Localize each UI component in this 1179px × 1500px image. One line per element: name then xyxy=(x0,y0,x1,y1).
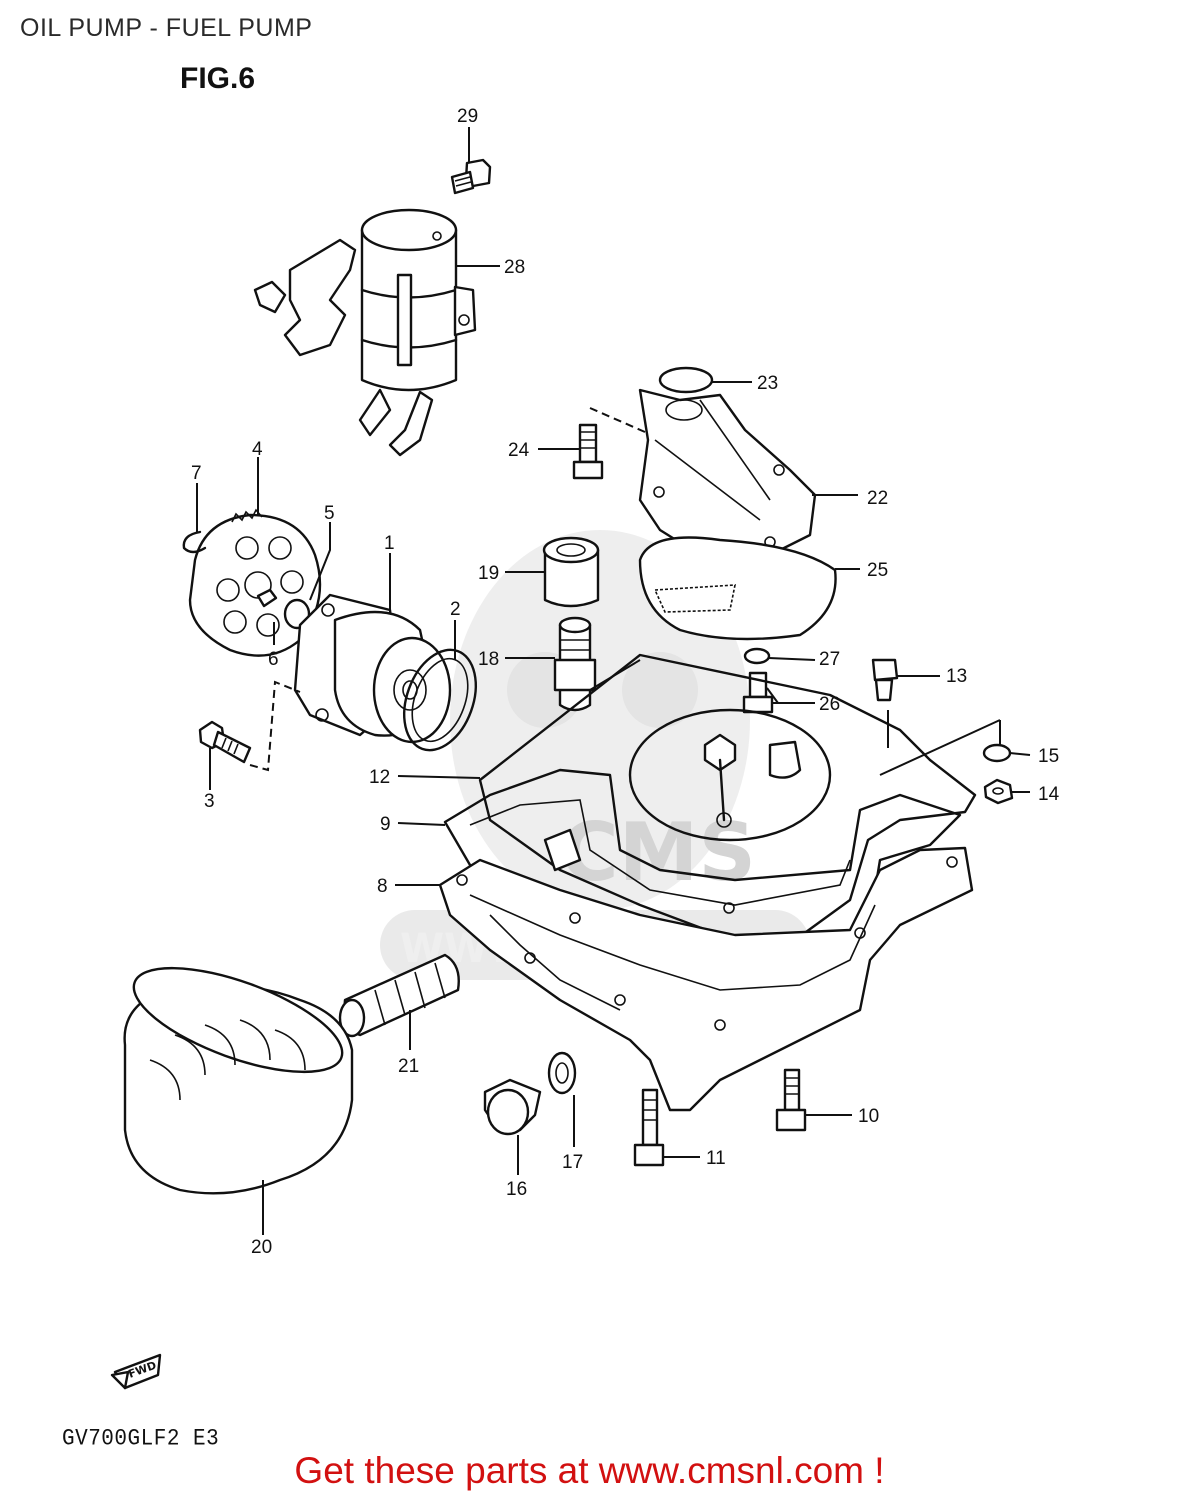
page-title: OIL PUMP - FUEL PUMP xyxy=(20,14,313,42)
part-25-screen xyxy=(638,536,837,641)
callout-20: 20 xyxy=(251,1237,272,1258)
callout-3: 3 xyxy=(204,791,215,812)
callout-5: 5 xyxy=(324,503,335,524)
callout-13: 13 xyxy=(946,666,967,687)
callout-2: 2 xyxy=(450,599,461,620)
callouts: 29 28 4 7 5 1 2 6 3 19 18 12 9 8 21 16 1… xyxy=(191,106,1060,1258)
callout-29: 29 xyxy=(457,106,478,127)
callout-1: 1 xyxy=(384,533,395,554)
part-1-oil-pump xyxy=(293,593,452,744)
callout-16: 16 xyxy=(506,1179,527,1200)
callout-28: 28 xyxy=(504,257,525,278)
part-21-nipple xyxy=(338,953,460,1038)
cta-link[interactable]: Get these parts at www.cmsnl.com ! xyxy=(294,1450,885,1491)
callout-9: 9 xyxy=(380,814,391,835)
part-5-pin xyxy=(256,588,278,608)
callout-15: 15 xyxy=(1038,746,1059,767)
part-27-washer xyxy=(743,647,771,665)
callout-12: 12 xyxy=(369,767,390,788)
part-24-bolt xyxy=(572,423,604,480)
fwd-arrow-icon: FWD xyxy=(110,1353,162,1390)
part-7-clip xyxy=(182,530,207,554)
callout-25: 25 xyxy=(867,560,888,581)
callout-4: 4 xyxy=(252,439,263,460)
part-17-washer xyxy=(547,1051,577,1095)
part-16-drain-plug xyxy=(483,1078,542,1136)
callout-7: 7 xyxy=(191,463,202,484)
part-12-gasket xyxy=(478,653,977,942)
callout-22: 22 xyxy=(867,488,888,509)
callout-14: 14 xyxy=(1038,784,1060,805)
callout-26: 26 xyxy=(819,694,840,715)
callout-11: 11 xyxy=(706,1148,726,1169)
part-15-washer xyxy=(982,743,1012,763)
callout-8: 8 xyxy=(377,876,388,897)
leader-lines xyxy=(196,127,1031,1235)
callout-24: 24 xyxy=(508,440,530,461)
part-13-bolt xyxy=(871,658,899,702)
part-8-oil-pan xyxy=(438,846,974,1112)
callout-19: 19 xyxy=(478,563,499,584)
part-14-nut xyxy=(983,778,1014,805)
callout-23: 23 xyxy=(757,373,778,394)
part-10-bolt xyxy=(775,1068,807,1132)
part-28-fuel-pump xyxy=(253,208,477,457)
callout-6: 6 xyxy=(268,649,279,670)
part-23-o-ring xyxy=(658,366,714,394)
part-29-bolt xyxy=(450,158,492,195)
figure-label: FIG.6 xyxy=(180,62,256,95)
part-20-oil-filter xyxy=(123,966,354,1195)
callout-17: 17 xyxy=(562,1152,583,1173)
model-code: GV700GLF2 E3 xyxy=(62,1426,220,1453)
callout-10: 10 xyxy=(858,1106,879,1127)
part-11-bolt xyxy=(633,1088,665,1167)
part-18-relief-valve xyxy=(553,616,597,712)
callout-27: 27 xyxy=(819,649,840,670)
part-22-strainer-cover xyxy=(638,388,817,557)
part-19-sleeve xyxy=(542,536,600,608)
callout-21: 21 xyxy=(398,1056,419,1077)
callout-18: 18 xyxy=(478,649,499,670)
part-3-bolt xyxy=(198,720,252,764)
